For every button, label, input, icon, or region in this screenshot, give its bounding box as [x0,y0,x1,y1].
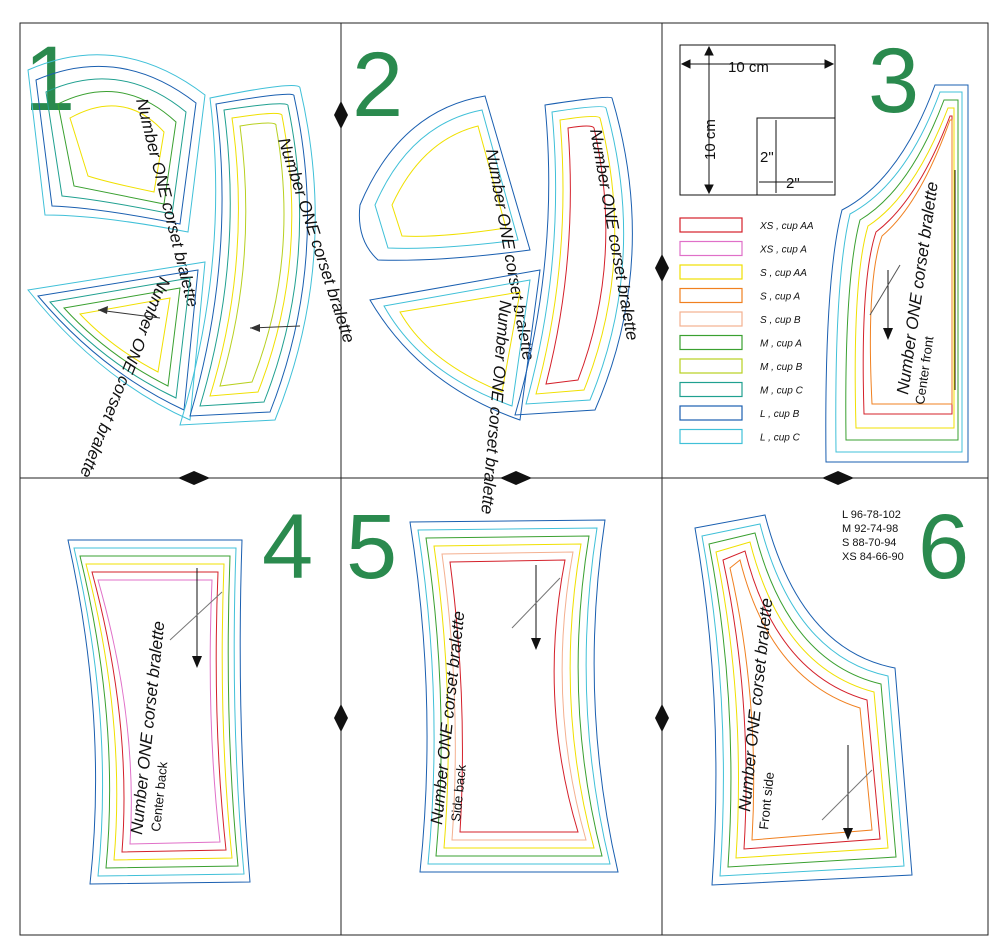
scale-label-cm-vertical: 10 cm [702,119,719,160]
panel-number-2: 2 [352,34,403,136]
legend-swatch [679,311,743,327]
side-piece: Number ONE corset bralette [514,96,642,416]
legend-swatch [679,264,743,280]
pattern-title: Number ONE corset bralette [76,275,174,481]
diamond-marker [655,704,669,732]
center-front-piece [825,84,969,463]
legend-swatch [679,381,743,398]
legend-label: S , cup A [760,292,801,303]
legend-label: M , cup A [760,339,802,350]
panel-number-3: 3 [868,30,919,132]
legend-swatch [679,287,743,304]
diamond-marker [334,704,348,732]
piece-label-center-back: Center back [148,761,170,833]
legend-label: XS , cup A [759,245,807,256]
diamond-marker [178,471,210,485]
legend-label: S , cup B [760,315,801,326]
legend-swatch [679,217,743,233]
legend-swatch [679,405,743,421]
panel-number-4: 4 [262,496,313,598]
pattern-title: Number ONE corset bralette [586,127,642,342]
size-chart-row: M 92-74-98 [842,523,898,535]
panel-number-5: 5 [346,496,397,598]
size-chart: L 96-78-102 M 92-74-98 S 88-70-94 XS 84-… [842,509,904,563]
panel-2: Number ONE corset bralette Number ONE co… [358,95,642,515]
panel-1: Number ONE corset bralette Number ONE co… [27,54,359,481]
panel-4: Number ONE corset bralette Center back [67,539,251,885]
size-chart-row: L 96-78-102 [842,509,901,521]
scale-box [679,44,836,196]
legend-swatch [679,428,743,445]
legend-label: XS , cup AA [759,221,814,232]
pattern-title: Number ONE corset bralette [274,135,358,345]
diamond-marker [500,471,532,485]
legend-swatch [679,240,743,257]
panel-5: Number ONE corset bralette Side back [409,519,619,873]
panel-number-6: 6 [918,496,969,598]
scale-label-in-vertical: 2" [760,149,774,166]
scale-label-in-horizontal: 2" [786,175,800,192]
side-piece: Number ONE corset bralette [179,85,359,426]
cup-piece-bottom: Number ONE corset bralette [27,261,206,481]
size-chart-row: XS 84-66-90 [842,551,904,563]
legend-swatch [679,358,743,374]
diamond-marker [822,471,854,485]
front-side-piece [694,514,913,886]
piece-label-side-back: Side back [448,763,469,822]
diamond-marker [655,254,669,282]
size-chart-row: S 88-70-94 [842,537,896,549]
pattern-title: Number ONE corset bralette [477,300,515,515]
legend-label: L , cup B [760,409,800,420]
panel-3: 10 cm 10 cm 2" 2" XS , cup AA XS , cup A S… [679,44,969,463]
alignment-markers [178,101,854,732]
panel-6: L 96-78-102 M 92-74-98 S 88-70-94 XS 84-… [694,509,913,886]
size-legend: XS , cup AA XS , cup A S , cup AA S , cup A… [679,217,814,445]
piece-label-front-side: Front side [756,771,777,830]
legend-label: M , cup C [760,386,804,397]
legend-swatch [679,334,743,351]
legend-label: L , cup C [760,433,801,444]
legend-label: M , cup B [760,362,803,373]
diamond-marker [334,101,348,129]
scale-label-cm-horizontal: 10 cm [728,59,769,76]
legend-label: S , cup AA [760,268,807,279]
